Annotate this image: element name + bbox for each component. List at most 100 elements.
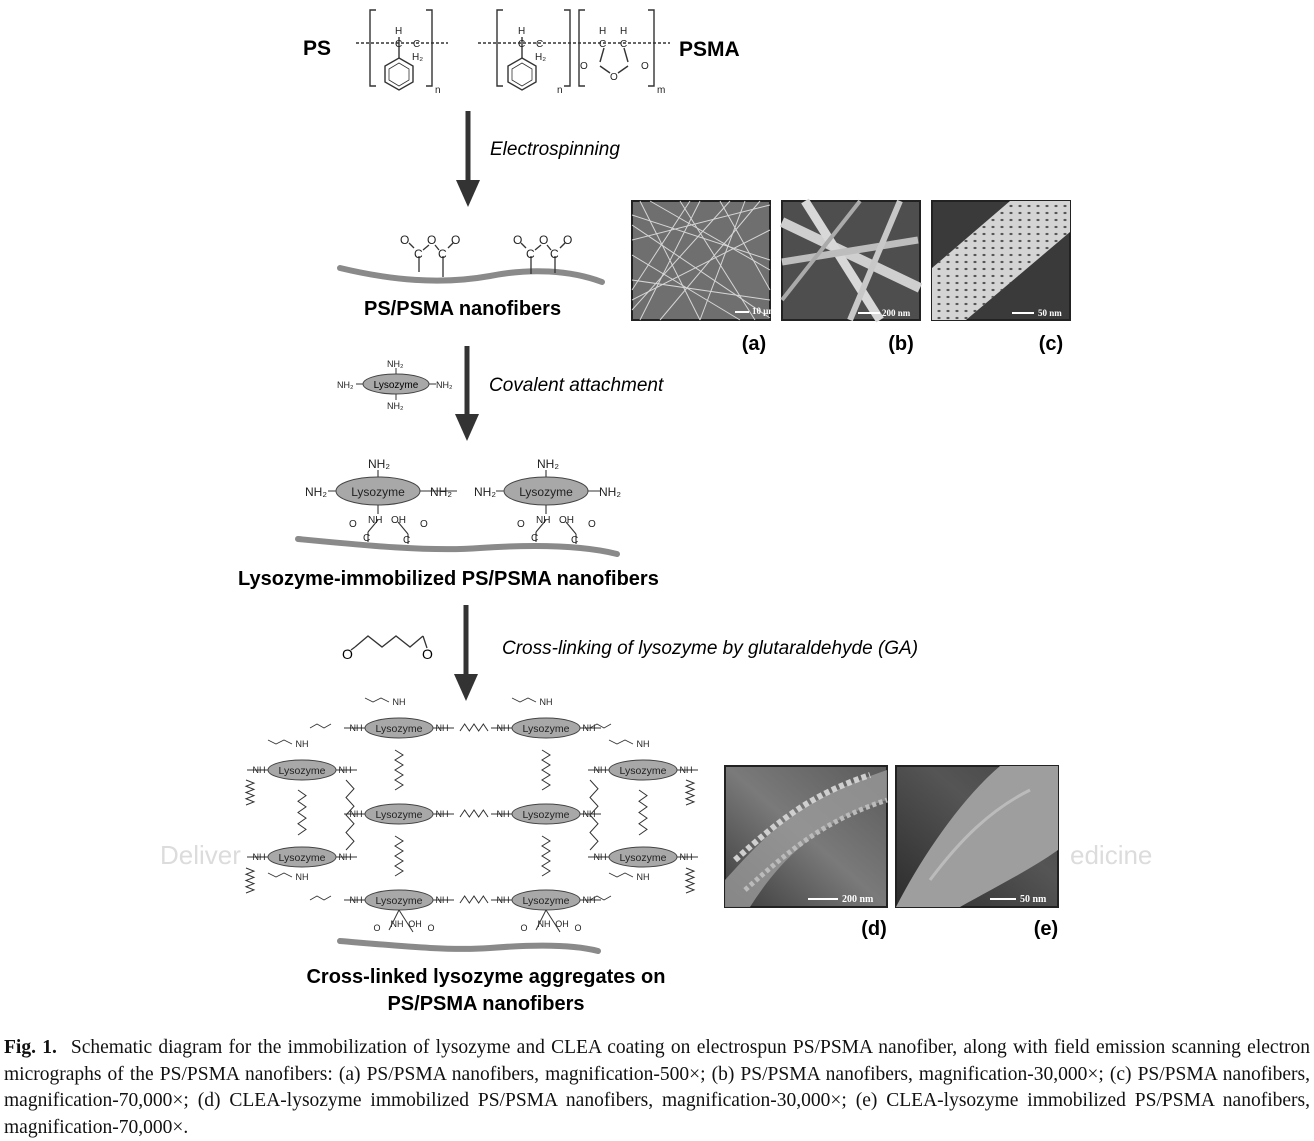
lysozyme-clea-label-7: Lysozyme [279, 852, 326, 864]
lysozyme-clea-2 [511, 717, 581, 739]
ma-o-left: O [580, 61, 588, 72]
lysozyme-clea-4 [608, 759, 678, 781]
immobilized-fiber [295, 536, 620, 557]
micrograph-e-scale: 50 nm [1020, 894, 1047, 905]
clea-nh: NH [583, 895, 596, 905]
clea-bond [545, 909, 561, 933]
clea-nh: NH [497, 723, 510, 733]
lysozyme-clea-label-2: Lysozyme [523, 723, 570, 735]
clea-nh: NH [594, 852, 607, 862]
lysozyme-immob-2 [503, 476, 589, 506]
psma-m-subscript: m [657, 85, 665, 96]
micrograph-d: 200 nm [724, 765, 888, 908]
monomer-atoms: H C C H₂ n H C C H₂ n H H C C O O O m [395, 26, 665, 96]
s1-c-4: C [550, 247, 559, 261]
ga-crosslink [459, 895, 489, 904]
ga-crosslink [394, 749, 404, 791]
ga-crosslink [589, 895, 612, 901]
immob-o-1a: O [349, 519, 357, 530]
lysozyme-clea-label-5: Lysozyme [376, 809, 423, 821]
clea-oh: OH [408, 919, 422, 929]
ps-label: PS [303, 37, 331, 60]
clea-bond [388, 909, 400, 931]
sem-fiber [679, 200, 756, 321]
clea-nh: NH [680, 765, 693, 775]
sem-fiber [719, 200, 771, 291]
sem-fiber [639, 200, 701, 321]
ga-crosslink [244, 867, 256, 894]
free-lysozyme-label: Lysozyme [374, 380, 419, 391]
ga-crosslink [608, 872, 634, 878]
sem-fiber [631, 254, 741, 321]
s1-c-2: C [438, 247, 447, 261]
stage-clea-line2: PS/PSMA nanofibers [387, 993, 584, 1015]
ga-crosslink [511, 697, 537, 703]
ps-h2-atom: H₂ [412, 52, 423, 63]
ga-o-right: O [422, 646, 433, 662]
lysozyme-clea-1 [364, 717, 434, 739]
figure-caption: Fig. 1.Schematic diagram for the immobil… [4, 1035, 1310, 1141]
micrograph-e-label: (e) [1034, 918, 1058, 940]
free-lysozyme: Lysozyme [356, 368, 436, 400]
s1-o-1: O [400, 233, 409, 247]
lysozyme-clea-label-10: Lysozyme [523, 895, 570, 907]
ma-h2-atom: H [620, 26, 627, 37]
immob-nh-2: NH [536, 515, 550, 526]
micrograph-a: 10 μm [631, 200, 776, 321]
micrograph-a-fibers [631, 200, 771, 321]
clea-nh: NH [583, 809, 596, 819]
clea-nh: NH [497, 895, 510, 905]
immob-nh2-left-1: NH₂ [305, 485, 327, 499]
s1-c-1: C [414, 247, 423, 261]
ga-crosslink [541, 835, 551, 877]
stage-immobilized-label: Lysozyme-immobilized PS/PSMA nanofibers [238, 568, 659, 590]
scheme-figure: Deliver edicine PS PSMA H C C H₂ n H C C… [160, 9, 1152, 1015]
clea-nh: NH [436, 895, 449, 905]
ma-c2-atom: C [620, 39, 627, 50]
ga-crosslink [364, 697, 390, 703]
clea-nh: NH [296, 739, 309, 749]
immob-lys-label-1: Lysozyme [351, 485, 405, 499]
ga-crosslink [309, 723, 332, 729]
micrograph-d-label: (d) [861, 918, 887, 940]
stage-nanofibers-label: PS/PSMA nanofibers [364, 298, 561, 320]
sem-fiber [631, 200, 731, 311]
micrograph-c: 50 nm [931, 200, 1071, 321]
immob-c-1a: C [363, 533, 370, 544]
immob-nh2-right-1: NH₂ [430, 485, 452, 499]
ga-crosslink [589, 723, 612, 729]
clea-fiber [337, 938, 601, 954]
ga-o-left: O [342, 646, 353, 662]
psma-c1-atom: C [518, 39, 525, 50]
micrograph-d-scale: 200 nm [842, 894, 874, 905]
free-nh2-right: NH₂ [436, 380, 453, 390]
clea-nh: NH [350, 895, 363, 905]
psma-label: PSMA [679, 38, 740, 61]
immob-c-1b: C [403, 535, 410, 546]
clea-nh: NH [393, 697, 406, 707]
watermark-right: edicine [1070, 840, 1152, 870]
clea-o: O [427, 923, 434, 933]
clea-bond [398, 909, 414, 933]
ma-o-right: O [641, 61, 649, 72]
ma-o-ring: O [610, 72, 618, 83]
lysozyme-clea-label-1: Lysozyme [376, 723, 423, 735]
clea-nh: NH [540, 697, 553, 707]
clea-nh: NH [436, 723, 449, 733]
clea-nh: NH [538, 919, 551, 929]
clea-nh: NH [253, 852, 266, 862]
immob-lys-label-2: Lysozyme [519, 485, 573, 499]
lysozyme-clea-label-9: Lysozyme [376, 895, 423, 907]
clea-nh: NH [253, 765, 266, 775]
clea-nh: NH [296, 872, 309, 882]
s1-o-4: O [513, 233, 522, 247]
immob-c-2b: C [571, 535, 578, 546]
process-arrows [454, 111, 480, 701]
ps-h-atom: H [395, 26, 402, 37]
immob-nh2-left-2: NH₂ [474, 485, 496, 499]
micrograph-a-label: (a) [742, 333, 766, 355]
clea-oh: OH [555, 919, 569, 929]
ga-crosslink [244, 779, 256, 806]
s1-o-6: O [563, 233, 572, 247]
micrograph-c-label: (c) [1039, 333, 1063, 355]
